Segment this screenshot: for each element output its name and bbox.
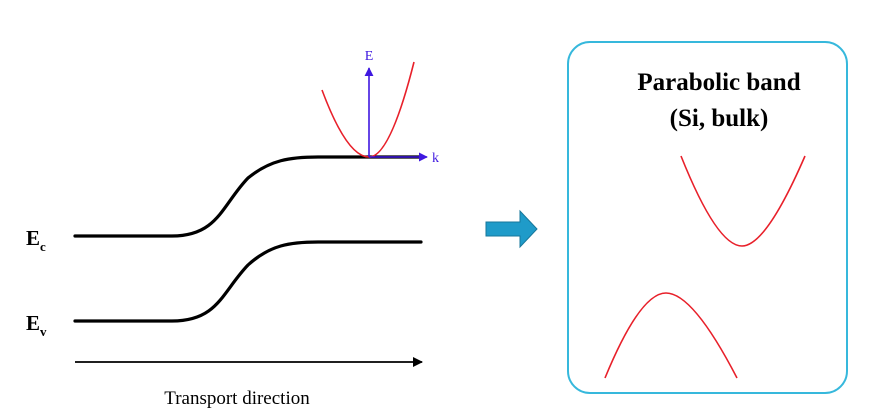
inset-energy-label: E (365, 49, 374, 64)
panel-title-line1: Parabolic band (637, 69, 800, 96)
valence-band-label: Ev (26, 311, 47, 339)
transition-arrow (485, 209, 538, 249)
valence-parabola (604, 292, 738, 379)
valence-band-edge (73, 240, 423, 323)
inset-wavevector-label: k (432, 151, 439, 166)
conduction-band-label: Ec (26, 226, 46, 254)
transport-direction-caption: Transport direction (164, 388, 310, 409)
conduction-parabola (680, 155, 806, 247)
inset-dispersion-curve (321, 61, 415, 158)
conduction-band-edge (73, 155, 423, 238)
panel-title-line2: (Si, bulk) (670, 105, 769, 132)
parabolic-band-panel (567, 41, 848, 394)
